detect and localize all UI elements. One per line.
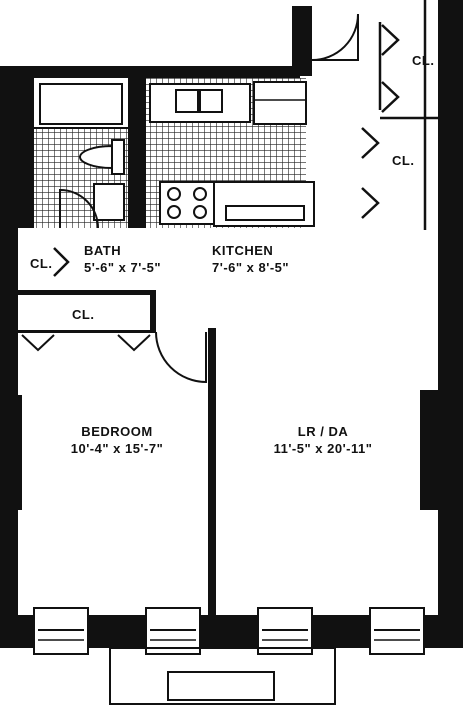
balcony (109, 647, 336, 705)
room-label-lrda: LR / DA 11'-5" x 20'-11" (274, 423, 373, 457)
room-name: KITCHEN (212, 243, 274, 258)
room-name: BEDROOM (81, 424, 153, 439)
bedroom-walls (18, 290, 216, 615)
toilet (78, 139, 125, 175)
room-label-bedroom: BEDROOM 10'-4" x 15'-7" (71, 423, 164, 457)
sink (93, 183, 125, 221)
room-dimensions: 7'-6" x 8'-5" (212, 260, 290, 275)
kitchen-counters (146, 78, 315, 228)
room-dimensions: 10'-4" x 15'-7" (70, 441, 164, 456)
room-label-bath: BATH 5'-6" x 7'-5" (84, 242, 161, 276)
bath-walls (18, 78, 146, 228)
closet-label: CL. (412, 53, 435, 68)
bedroom-closet-doors (21, 334, 151, 352)
windows (33, 607, 425, 655)
room-label-kitchen: KITCHEN 7'-6" x 8'-5" (212, 242, 289, 276)
room-name: LR / DA (297, 424, 349, 439)
closet-label: CL. (72, 307, 95, 322)
bath-door (59, 188, 99, 229)
closet-walls-right (361, 0, 438, 230)
room-dimensions: 11'-5" x 20'-11" (273, 441, 373, 456)
room-dimensions: 5'-6" x 7'-5" (84, 260, 162, 275)
entry-door (312, 14, 359, 61)
room-name: BATH (84, 243, 122, 258)
closet-label: CL. (30, 256, 53, 271)
closet-label: CL. (392, 153, 415, 168)
bedroom-door (155, 331, 207, 384)
hall-closet-door (53, 247, 70, 277)
